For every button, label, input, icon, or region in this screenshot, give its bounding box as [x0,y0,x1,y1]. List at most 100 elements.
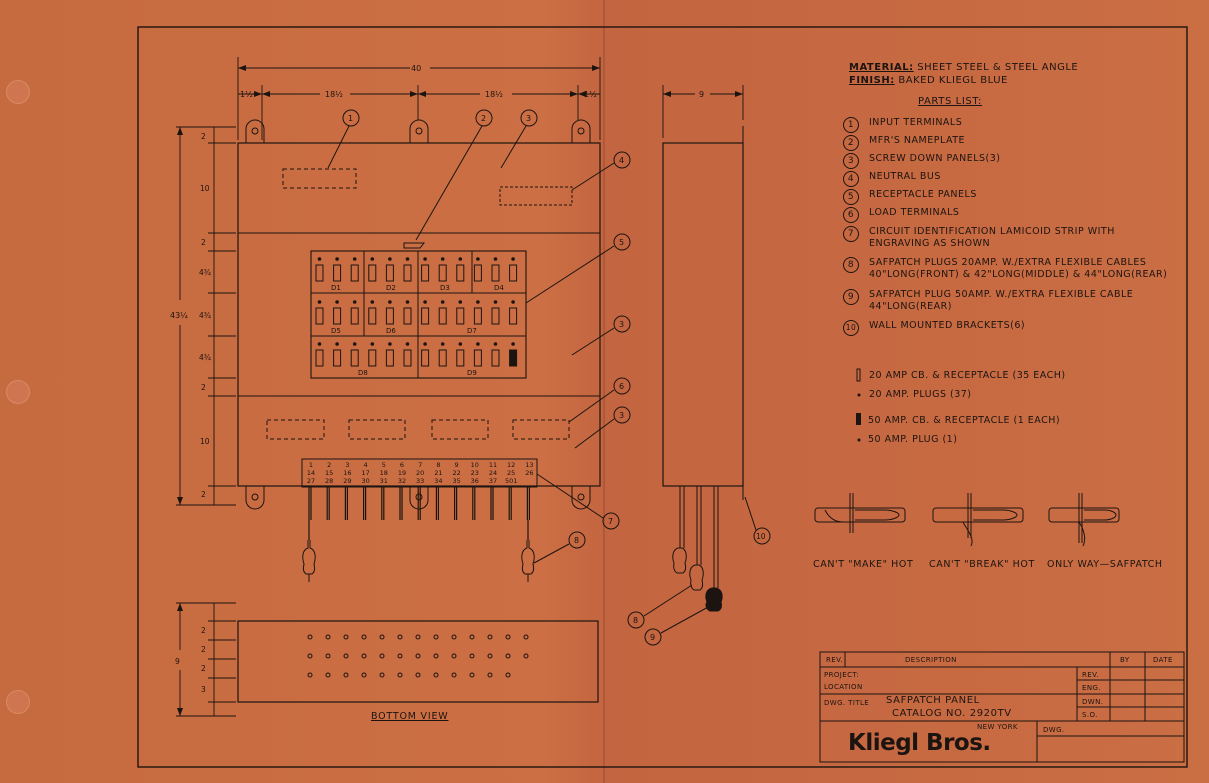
receptacle-20a [315,307,324,325]
dim-overall-width: 40 [411,64,421,73]
receptacle-20a [421,349,430,367]
finish-note: FINISH: BAKED KLIEGL BLUE [849,74,1008,87]
dim-label: 2 [201,238,206,247]
load-terminals [348,419,406,440]
part-text: WALL MOUNTED BRACKETS(6) [869,320,1026,331]
dim-label: 1½ [240,90,253,99]
safpatch-illustrations [814,493,1120,547]
receptacle-20a [403,264,412,282]
kliegl-logo: Kliegl Bros. [848,730,991,756]
circuit-number: 13 [525,461,533,469]
part-number: 7 [843,226,859,242]
bottom-view-label: BOTTOM VIEW [371,711,449,722]
dim-label: 1½ [584,90,597,99]
tb-by: BY [1120,656,1130,664]
part-number: 5 [843,189,859,205]
part-text: CIRCUIT IDENTIFICATION LAMICOID STRIP WI… [869,226,1115,249]
tb-dwg-title-2: CATALOG NO. 2920TV [892,708,1012,719]
caption-make-hot: CAN'T "MAKE" HOT [813,559,914,570]
part-number: 2 [843,135,859,151]
circuit-number: 16 [343,469,351,477]
part-number: 4 [843,171,859,187]
nameplate [403,242,426,249]
plug-20a [302,540,316,575]
circuit-number: 29 [343,477,351,485]
receptacle-20a [368,349,377,367]
knockout-hole [487,653,493,659]
knockout-hole [325,672,331,678]
load-terminals [266,419,325,440]
load-terminals [431,419,489,440]
bracket [409,486,429,510]
knockout-hole [379,672,385,678]
breaker [458,342,463,346]
part-text: INPUT TERMINALS [869,117,963,128]
breaker [511,300,515,304]
knockout-hole [415,653,421,659]
knockout-hole [343,653,349,659]
tb-dwg-title-1: SAFPATCH PANEL [886,695,980,706]
callout-number: 8 [574,536,579,545]
title-block [819,651,1185,763]
receptacle-20a [350,264,359,282]
circuit-number: 37 [489,477,497,485]
breaker [423,342,427,346]
circuit-number: 7 [418,461,422,469]
circuit-number: 24 [489,469,497,477]
lamicoid-strip [301,458,538,488]
breaker [317,342,322,346]
receptacle-20a [491,349,500,367]
panel-label: D1 [331,284,341,292]
knockout-hole [397,634,403,640]
receptacle-20a [315,264,324,282]
callout-number: 3 [619,320,624,329]
knockout-hole [451,634,457,640]
knockout-hole [379,634,385,640]
dim-label: 3 [201,685,206,694]
tb-so: S.O. [1082,711,1098,719]
sheet-fold [603,0,605,783]
receptacle-20a [509,264,518,282]
knockout-hole [307,672,313,678]
circuit-number: 1 [309,461,313,469]
part-number: 9 [843,289,859,305]
breaker [423,257,427,261]
part-text: SAFPATCH PLUG 50AMP. W./EXTRA FLEXIBLE C… [869,289,1134,312]
bracket [571,119,591,143]
panel-label: D6 [386,327,396,335]
tb-rev2: REV. [1082,671,1099,679]
receptacle-20a [438,264,447,282]
circuit-number: 12 [507,461,515,469]
parts-list-item: 4 NEUTRAL BUS [843,171,1183,187]
circuit-number: 2 [327,461,331,469]
breaker [317,300,322,304]
receptacle-20a [509,307,518,325]
knockout-hole [415,672,421,678]
finish-value: BAKED KLIEGL BLUE [898,75,1008,86]
knockout-hole [397,653,403,659]
knockout-hole [361,634,367,640]
plug-20a [689,564,704,591]
circuit-number: 33 [416,477,424,485]
front-view-cabinet [237,142,601,487]
breaker [476,342,480,346]
part-text: SCREW DOWN PANELS(3) [869,153,1001,164]
caption-break-hot: CAN'T "BREAK" HOT [929,559,1035,570]
knockout-hole [469,634,475,640]
callout-number: 9 [650,633,655,642]
callout-number: 2 [481,114,486,123]
circuit-number: 9 [455,461,459,469]
part-text: NEUTRAL BUS [869,171,941,182]
callout-number: 3 [526,114,531,123]
circuit-number: 6 [400,461,404,469]
knockout-hole [343,672,349,678]
circuit-number: 19 [398,469,406,477]
part-text: RECEPTACLE PANELS [869,189,977,200]
part-number: 6 [843,207,859,223]
circuit-number: 32 [398,477,406,485]
knockout-hole [361,672,367,678]
receptacle-20a [491,307,500,325]
part-text: MFR'S NAMEPLATE [869,135,966,146]
